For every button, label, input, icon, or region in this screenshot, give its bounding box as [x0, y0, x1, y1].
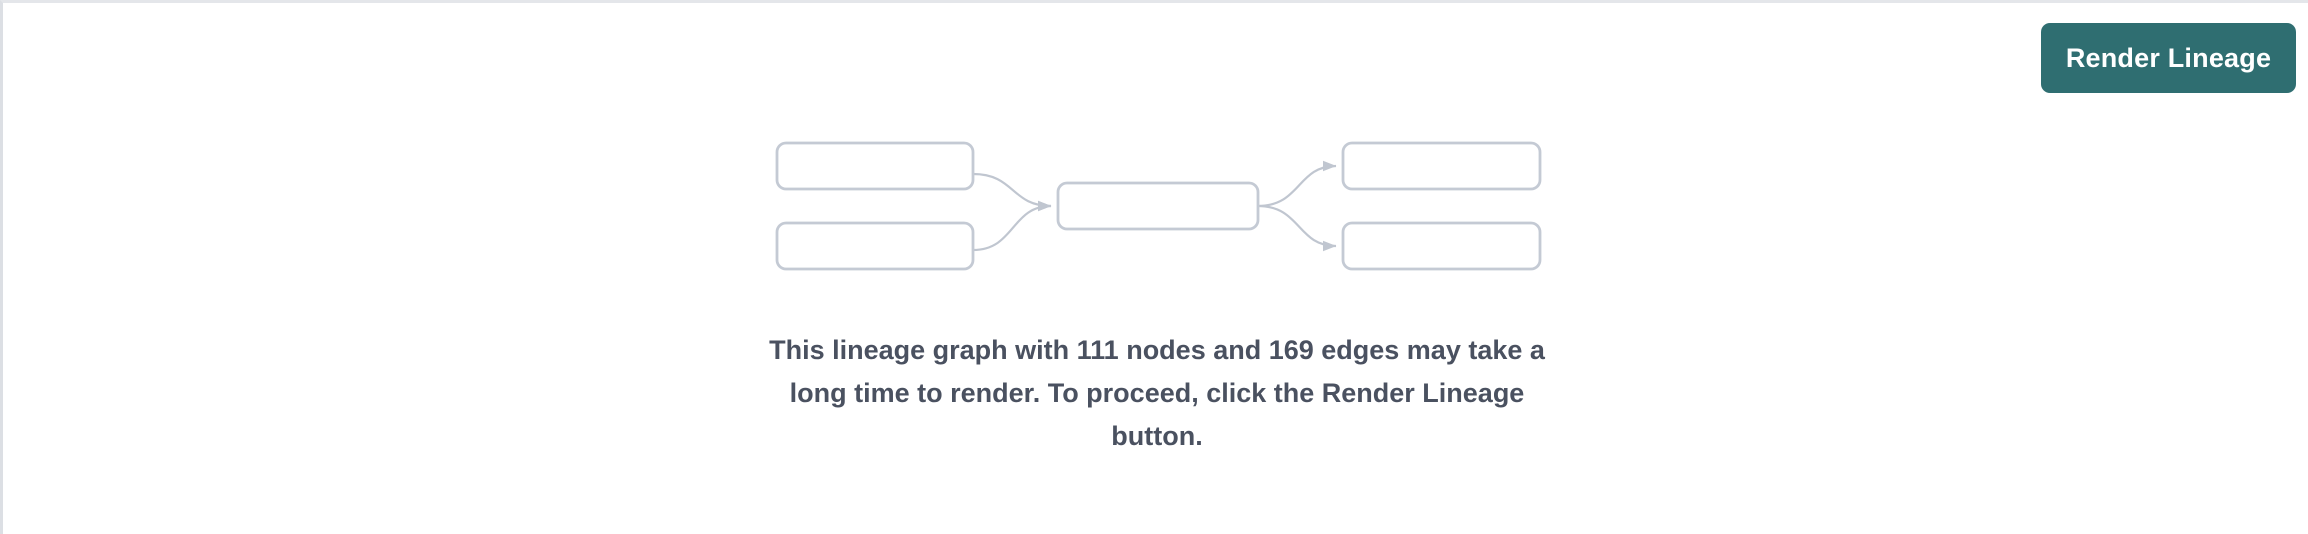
graph-node-output-2: [1341, 221, 1542, 271]
graph-node-source-1: [775, 141, 975, 191]
lineage-warning-message: This lineage graph with 111 nodes and 16…: [769, 335, 1545, 451]
edge-mid1-out2: [1257, 204, 1337, 252]
graph-node-middle-1: [1056, 181, 1260, 231]
edge-mid1-out1: [1257, 160, 1337, 208]
graph-node-source-2: [775, 221, 975, 271]
edge-src2-mid1: [972, 200, 1052, 252]
graph-nodes: [775, 141, 1542, 271]
graph-node-output-1: [1341, 141, 1542, 191]
placeholder-graph-svg: [775, 141, 1542, 271]
render-lineage-button[interactable]: Render Lineage: [2041, 23, 2296, 93]
graph-edges: [972, 160, 1337, 252]
edge-src1-mid1: [972, 172, 1052, 212]
